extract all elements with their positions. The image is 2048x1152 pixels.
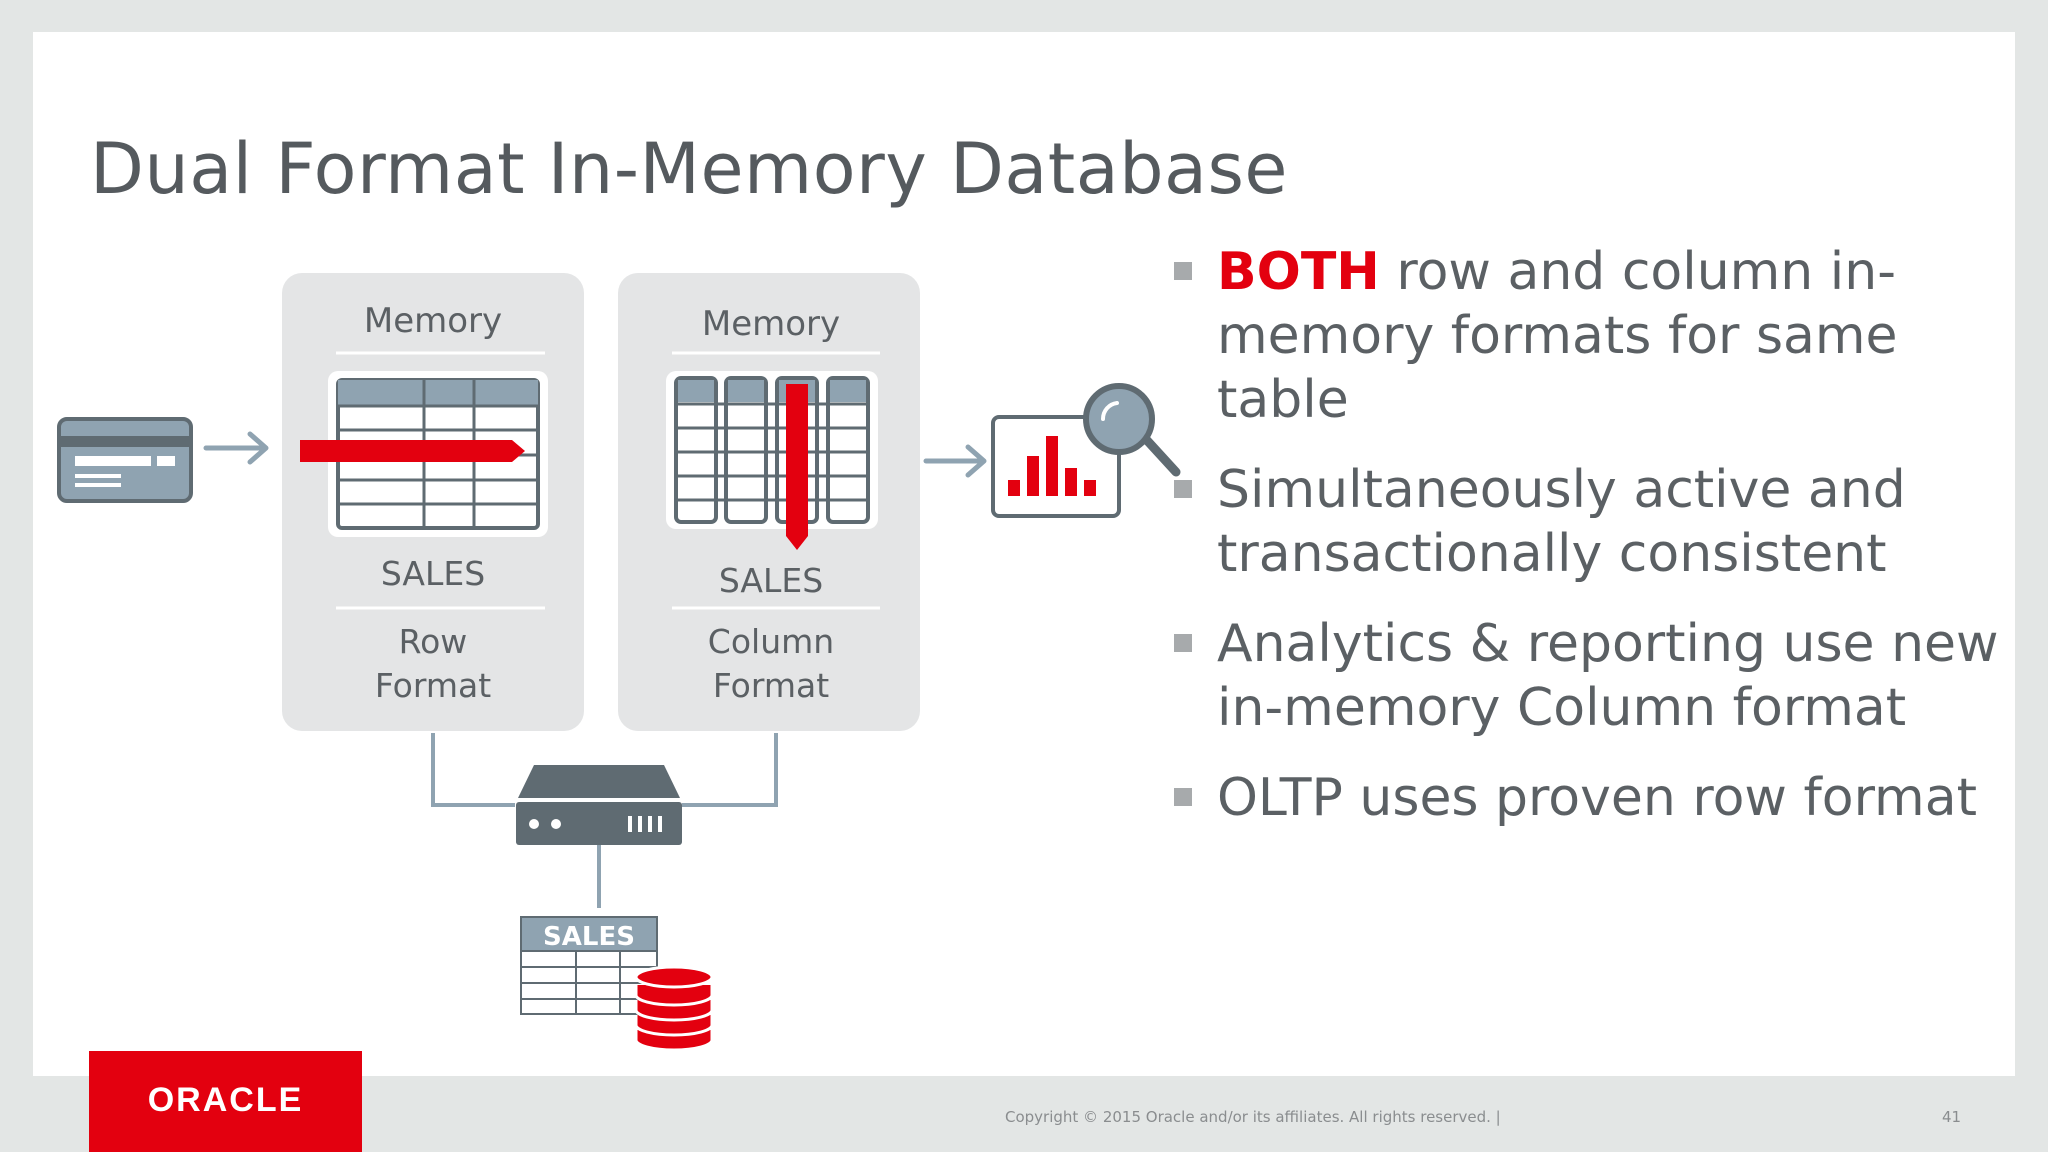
row-scan-arrow [300, 440, 525, 462]
credit-card-icon [57, 417, 193, 503]
row-format-label-line1: Row [399, 622, 468, 661]
bullet-item: BOTH row and column in- memory formats f… [1170, 240, 2000, 432]
database-icon [634, 965, 714, 1052]
bullet-text-line1: row and column in- [1379, 242, 1896, 302]
column-connector-line [682, 733, 778, 807]
column-table-label: SALES [719, 561, 823, 600]
bullet-square-icon [1174, 262, 1192, 280]
bullet-item: OLTP uses proven row format [1170, 766, 2000, 830]
row-connector-line [431, 733, 515, 807]
bullet-text-line1: Simultaneously active and [1217, 460, 1906, 520]
bullet-text-line2: transactionally consistent [1217, 524, 1887, 584]
bullet-text-line1: OLTP uses proven row format [1217, 768, 1977, 828]
column-table-icon [666, 371, 878, 529]
storage-table-label: SALES [543, 922, 635, 952]
footer-copyright: Copyright © 2015 Oracle and/or its affil… [1005, 1108, 1501, 1126]
bullet-text-line1: Analytics & reporting use new [1217, 614, 1999, 674]
oracle-logo-text: ORACLE [147, 1081, 304, 1119]
arrow-right-icon [203, 431, 269, 465]
bullet-emphasis: BOTH [1217, 242, 1380, 302]
server-icon [516, 765, 682, 845]
storage-sales-table: SALES [520, 916, 658, 1015]
bullet-list: BOTH row and column in- memory formats f… [1170, 240, 2000, 856]
column-scan-arrow [786, 384, 808, 550]
column-format-label-line1: Column [708, 622, 834, 661]
column-format-panel: Memory SAL [618, 273, 920, 731]
slide-title: Dual Format In-Memory Database [90, 128, 1288, 210]
row-panel-header: Memory [364, 301, 502, 341]
column-panel-header: Memory [702, 304, 840, 344]
analytics-magnifier-icon [991, 383, 1181, 518]
bullet-item: Simultaneously active and transactionall… [1170, 458, 2000, 586]
row-format-label-line2: Format [375, 666, 491, 705]
row-table-label: SALES [381, 554, 485, 593]
oracle-logo: ORACLE [89, 1051, 362, 1152]
bullet-item: Analytics & reporting use new in-memory … [1170, 612, 2000, 740]
arrow-right-icon [923, 444, 987, 478]
bullet-text-line2: in-memory Column format [1217, 678, 1907, 738]
bullet-square-icon [1174, 634, 1192, 652]
column-format-label-line2: Format [713, 666, 829, 705]
bullet-square-icon [1174, 480, 1192, 498]
page-number: 41 [1942, 1108, 1962, 1126]
bullet-square-icon [1174, 788, 1192, 806]
bullet-text-line2: memory formats for same table [1217, 306, 1898, 430]
row-format-panel: Memory SALES Row Format [282, 273, 584, 731]
